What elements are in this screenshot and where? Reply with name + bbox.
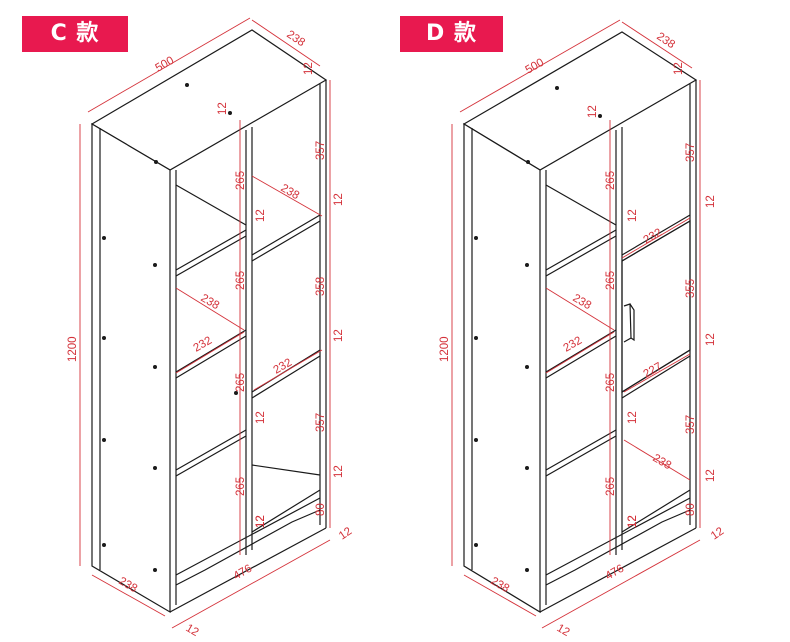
c-dim-shelf-3: 12 xyxy=(255,411,267,424)
c-dim-depth-1: 238 xyxy=(279,182,302,202)
d-dim-right-shelf-1: 12 xyxy=(705,195,717,208)
d-dim-height: 1200 xyxy=(439,336,451,362)
d-dim-bottom-right-section: 357 xyxy=(685,415,697,434)
d-dim-depth-1: 238 xyxy=(651,452,674,472)
model-c-dimension-lines xyxy=(79,17,331,629)
c-dowel-holes xyxy=(102,83,238,572)
d-dim-shelf-3: 12 xyxy=(627,411,639,424)
model-d-badge: D 款 xyxy=(400,16,503,52)
d-dim-door-inner: 227 xyxy=(642,361,665,381)
d-dim-left-cell-3: 265 xyxy=(605,373,617,392)
c-dim-inner-width: 476 xyxy=(232,563,255,583)
model-c-badge: C 款 xyxy=(22,16,128,52)
d-dim-top-panel: 12 xyxy=(673,62,685,75)
c-dim-bottom-right-section: 357 xyxy=(315,413,327,432)
d-dim-shelf-4: 12 xyxy=(627,515,639,528)
d-dim-mid-right-section: 355 xyxy=(685,279,697,298)
c-dim-width: 500 xyxy=(154,55,177,75)
d-dim-left-cell-1: 265 xyxy=(605,171,617,190)
d-dim-left-cell-2: 265 xyxy=(605,271,617,290)
c-plinth xyxy=(175,497,321,586)
d-dim-bottom-side: 12 xyxy=(709,525,726,542)
d-dim-side-panel: 12 xyxy=(555,622,572,639)
c-dim-top-panel: 12 xyxy=(303,62,315,75)
d-dim-right-shelf-3: 12 xyxy=(705,469,717,482)
c-right-shelves xyxy=(251,214,321,533)
d-door-panel xyxy=(621,219,691,394)
d-dowel-holes xyxy=(474,86,602,572)
c-left-side xyxy=(91,122,171,614)
d-dim-width: 500 xyxy=(524,57,547,77)
c-dim-height: 1200 xyxy=(67,336,79,362)
c-dim-shelf-1: 12 xyxy=(217,102,229,115)
c-dim-plinth: 80 xyxy=(315,503,327,516)
d-bottom-edge xyxy=(539,527,697,613)
c-dim-mid-right-section: 358 xyxy=(315,277,327,296)
d-dim-right-shelf-2: 12 xyxy=(705,333,717,346)
model-d-cabinet xyxy=(462,31,698,614)
model-d-dimension-lines xyxy=(451,19,701,629)
c-bottom-edge xyxy=(169,527,327,613)
d-dim-base: 12 xyxy=(627,515,639,528)
c-dim-side-panel: 12 xyxy=(184,622,201,639)
d-dim-shelf-1: 12 xyxy=(587,105,599,118)
d-dim-depth: 238 xyxy=(654,31,677,52)
d-left-shelves xyxy=(545,184,617,477)
d-dim-plinth: 80 xyxy=(685,503,697,516)
c-dim-left-cell-1: 265 xyxy=(235,171,247,190)
c-dim-depth: 238 xyxy=(284,29,307,50)
c-dim-base: 12 xyxy=(255,515,267,528)
c-dim-left-cell-4: 265 xyxy=(235,477,247,496)
d-dim-width-door: 232 xyxy=(642,227,665,247)
c-dim-shelf-2: 12 xyxy=(255,209,267,222)
c-dim-bottom-side: 12 xyxy=(337,525,354,542)
d-dim-shelf-2: 12 xyxy=(627,209,639,222)
c-dim-left-cell-2: 265 xyxy=(235,271,247,290)
d-dim-depth-2: 238 xyxy=(571,292,594,312)
c-dim-right-shelf-1: 12 xyxy=(333,193,345,206)
c-dim-left-cell-3: 265 xyxy=(235,373,247,392)
c-dim-right-shelf-2: 12 xyxy=(333,329,345,342)
c-left-shelves xyxy=(175,184,247,477)
d-plinth xyxy=(545,497,691,586)
c-dim-top-right-section: 357 xyxy=(315,141,327,160)
c-dim-right-shelf-3: 12 xyxy=(333,465,345,478)
c-dim-shelf-4: 12 xyxy=(255,515,267,528)
d-dim-inner-width: 476 xyxy=(604,563,627,583)
d-dim-top-right-section: 357 xyxy=(685,143,697,162)
model-c-cabinet xyxy=(90,29,328,614)
d-dim-left-cell-4: 265 xyxy=(605,477,617,496)
d-door-handle xyxy=(623,303,635,343)
